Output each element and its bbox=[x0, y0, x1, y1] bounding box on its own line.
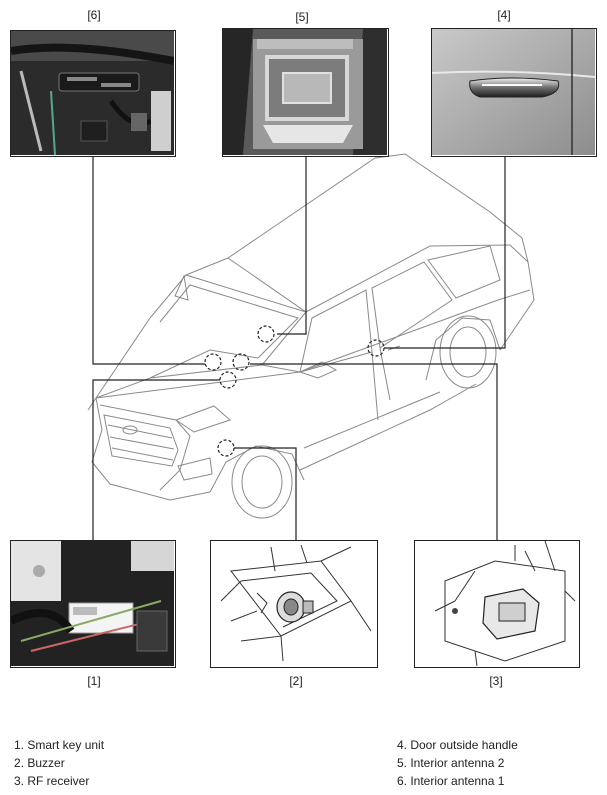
photo-interior-antenna-1 bbox=[10, 30, 176, 157]
photo-rf-receiver bbox=[414, 540, 580, 668]
leader-lines bbox=[93, 156, 505, 540]
location-markers bbox=[205, 326, 384, 456]
photo-interior-antenna-2 bbox=[222, 28, 389, 157]
legend-item-4: 4. Door outside handle bbox=[397, 736, 518, 754]
legend-item-2: 2. Buzzer bbox=[14, 754, 104, 772]
marker-buzzer bbox=[218, 440, 234, 456]
legend-right: 4. Door outside handle 5. Interior anten… bbox=[397, 736, 518, 790]
legend-item-3: 3. RF receiver bbox=[14, 772, 104, 790]
photo-smart-key-unit bbox=[10, 540, 176, 668]
marker-antenna-1 bbox=[205, 354, 221, 370]
legend-left: 1. Smart key unit 2. Buzzer 3. RF receiv… bbox=[14, 736, 104, 790]
car-outline bbox=[88, 154, 534, 518]
legend-item-6: 6. Interior antenna 1 bbox=[397, 772, 518, 790]
legend-item-5: 5. Interior antenna 2 bbox=[397, 754, 518, 772]
photo-buzzer bbox=[210, 540, 378, 668]
photo-door-outside-handle bbox=[431, 28, 597, 157]
legend-item-1: 1. Smart key unit bbox=[14, 736, 104, 754]
leader-line-6 bbox=[93, 156, 205, 364]
leader-line-3 bbox=[250, 364, 497, 540]
marker-antenna-2 bbox=[258, 326, 274, 342]
